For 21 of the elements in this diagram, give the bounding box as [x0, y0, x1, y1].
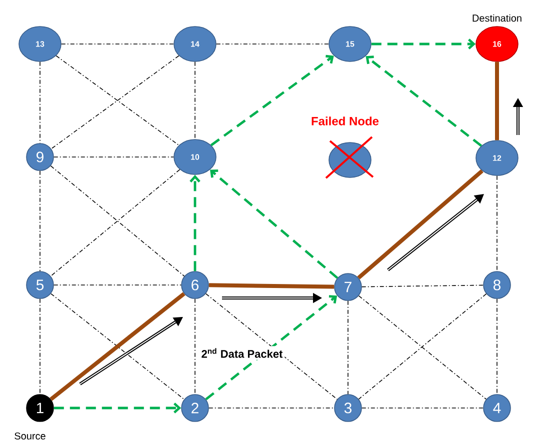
dashed-arrow: [54, 402, 182, 414]
link-line: [54, 284, 182, 286]
link-line: [194, 62, 196, 140]
text-label: Failed Node: [309, 114, 381, 128]
link-line: [194, 298, 196, 394]
node-caption: Destination: [472, 14, 522, 22]
path-line: [495, 62, 499, 140]
link-line: [54, 156, 174, 158]
link-line: [362, 284, 484, 288]
dashed-arrow: [366, 56, 482, 147]
link-line: [496, 175, 498, 272]
dashed-arrow: [210, 170, 338, 279]
link-line: [496, 298, 498, 394]
node-circle: [328, 142, 372, 178]
dashed-arrow: [210, 54, 334, 146]
dashed-arrow: [190, 174, 200, 272]
node-caption: Source: [14, 432, 46, 440]
path-line: [208, 283, 334, 289]
text-label: 2$^{nd}$ Data Packet: [199, 346, 285, 360]
path-line: [357, 169, 484, 280]
dashed-arrow: [371, 38, 476, 50]
